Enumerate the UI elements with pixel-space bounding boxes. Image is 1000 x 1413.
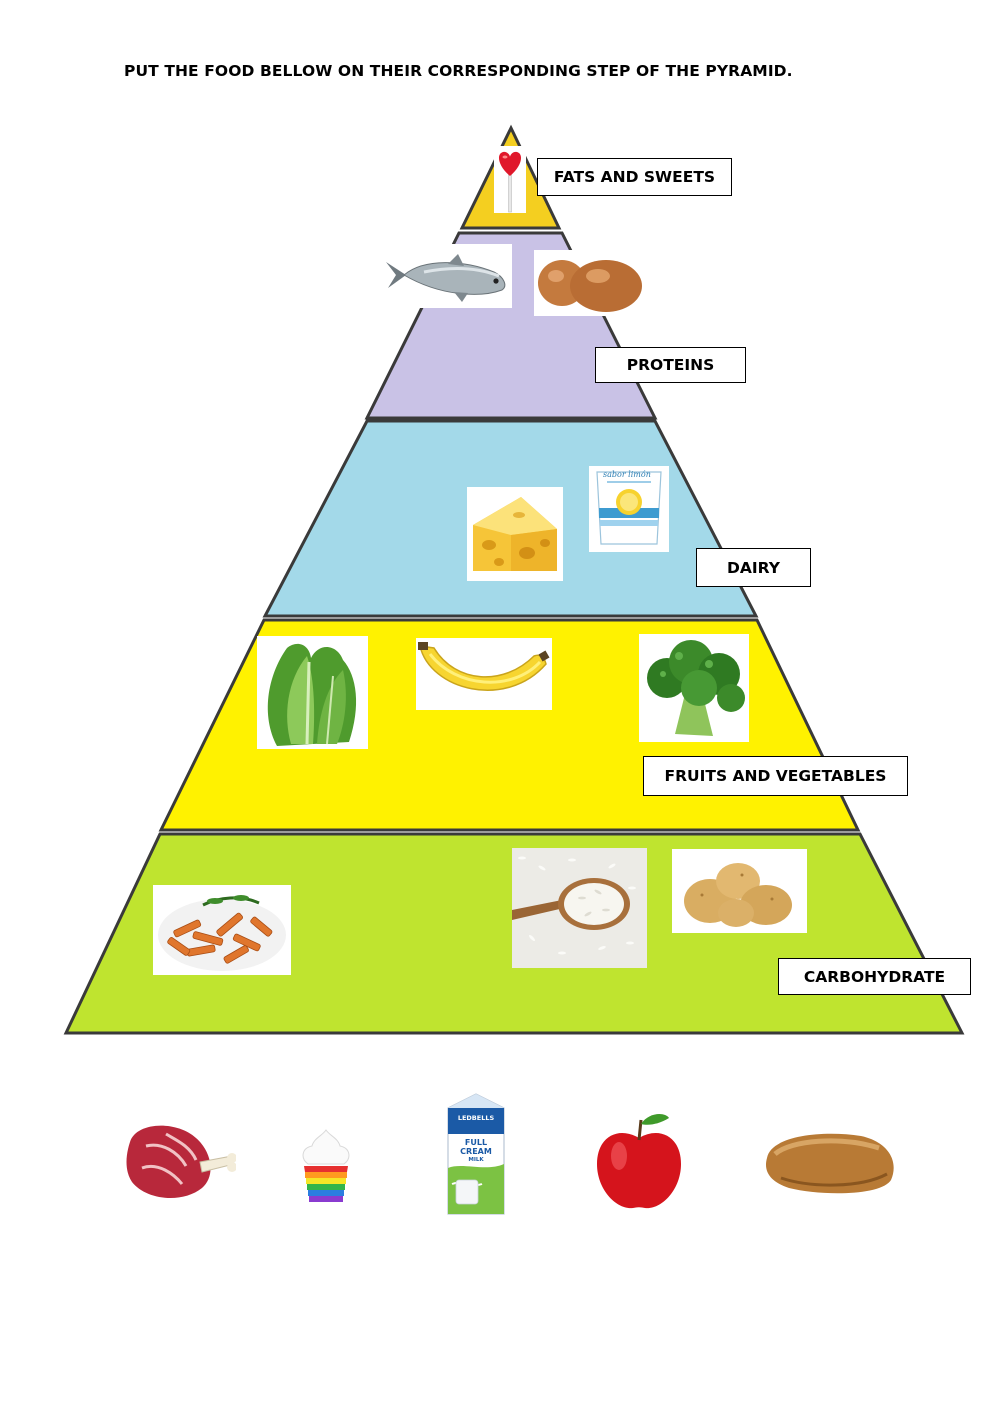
broccoli-icon[interactable] <box>639 634 749 742</box>
label-fats-and-sweets: FATS AND SWEETS <box>537 158 732 196</box>
cupcake-icon[interactable] <box>294 1128 358 1204</box>
milk-type-text: FULL CREAM MILK <box>442 1138 510 1165</box>
milk-type-line3: MILK <box>468 1157 484 1163</box>
milk-brand-text: LEDBELLS <box>457 1114 495 1122</box>
yogurt-icon[interactable]: sabor limón <box>589 466 669 552</box>
apple-icon[interactable] <box>589 1108 689 1212</box>
lollipop-icon[interactable] <box>494 146 526 213</box>
potatoes-icon[interactable] <box>672 849 807 933</box>
rice-icon[interactable] <box>512 848 647 968</box>
label-carbohydrate: CARBOHYDRATE <box>778 958 971 995</box>
bread-icon[interactable] <box>761 1128 901 1198</box>
cheese-icon[interactable] <box>467 487 563 581</box>
yogurt-flavor-text: sabor limón <box>603 470 651 479</box>
label-fruits-and-vegetables: FRUITS AND VEGETABLES <box>643 756 908 796</box>
fish-icon[interactable] <box>384 244 512 308</box>
steak-icon[interactable] <box>116 1112 236 1208</box>
milk-carton-icon[interactable]: LEDBELLS FULL CREAM MILK <box>442 1088 510 1216</box>
label-dairy: DAIRY <box>696 548 811 587</box>
milk-type-line2: CREAM <box>460 1147 492 1156</box>
label-proteins: PROTEINS <box>595 347 746 383</box>
banana-icon[interactable] <box>416 638 552 710</box>
eggs-icon[interactable] <box>534 250 646 316</box>
lettuce-icon[interactable] <box>257 636 368 749</box>
instruction-text: PUT THE FOOD BELLOW ON THEIR CORRESPONDI… <box>124 62 793 80</box>
milk-type-line1: FULL <box>464 1138 488 1147</box>
pasta-icon[interactable] <box>153 885 291 975</box>
